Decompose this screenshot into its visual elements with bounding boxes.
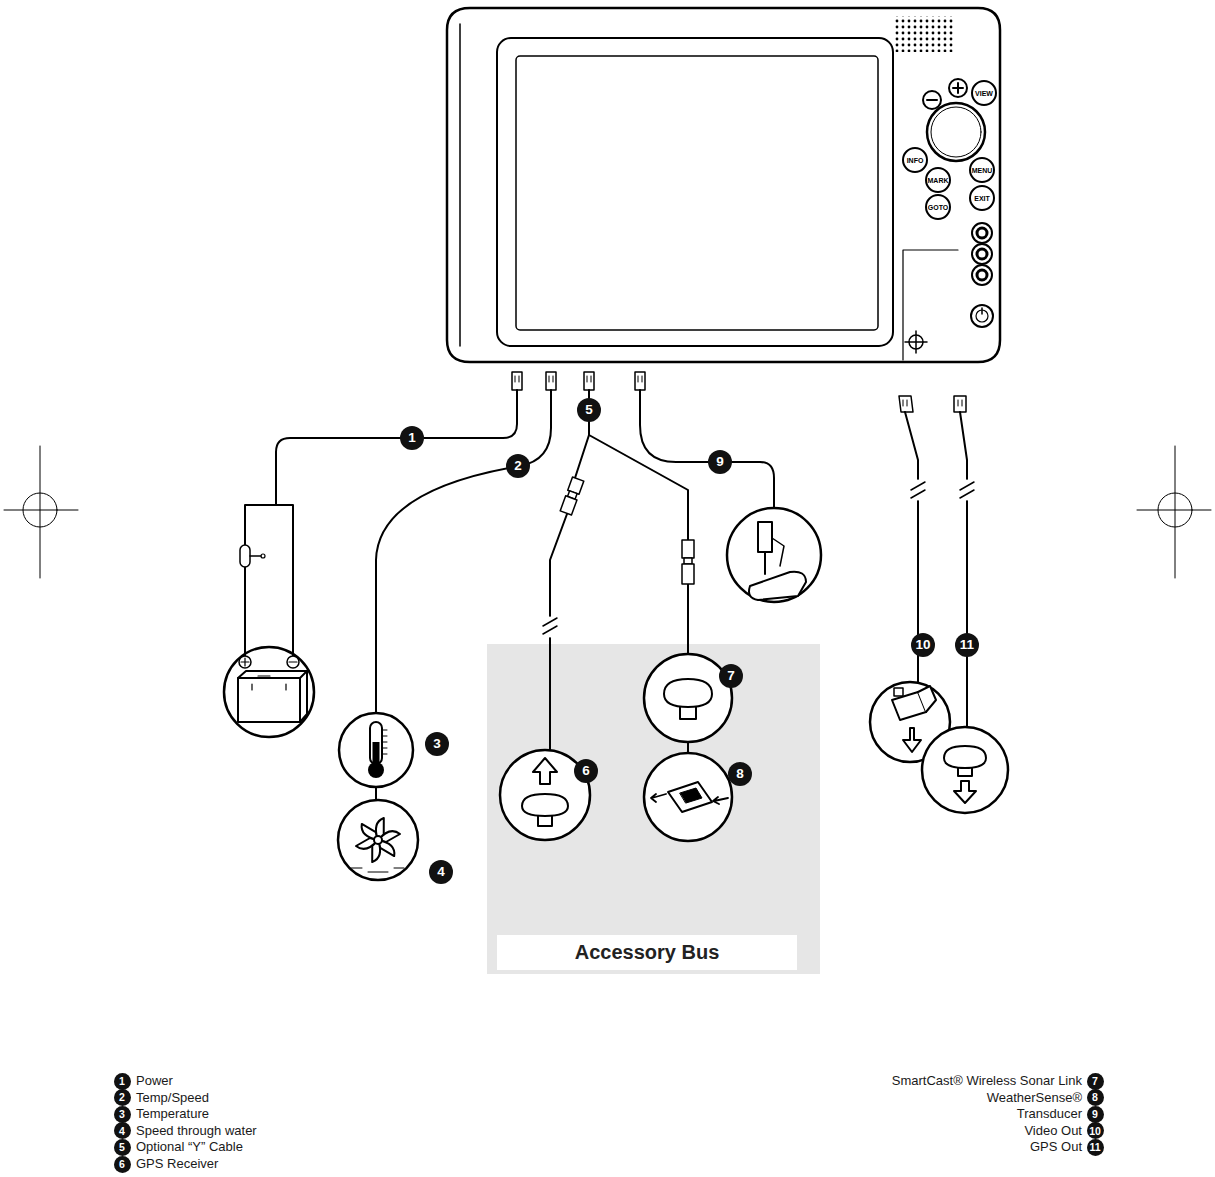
key-number: 1 — [114, 1073, 131, 1090]
button-label: GOTO — [928, 204, 948, 211]
control-button: GOTO — [925, 194, 951, 220]
key-text: Temperature — [136, 1106, 209, 1122]
button-label: INFO — [907, 157, 924, 164]
key-number: 7 — [1087, 1073, 1104, 1090]
key-text: GPS Receiver — [136, 1156, 218, 1172]
key-number: 4 — [114, 1122, 131, 1139]
key-number: 11 — [1087, 1139, 1104, 1156]
callout-number: 7 — [719, 664, 743, 688]
button-label: MARK — [928, 177, 949, 184]
key-number: 5 — [114, 1139, 131, 1156]
key-text: WeatherSense® — [987, 1090, 1082, 1106]
callout-number: 3 — [425, 732, 449, 756]
key-text: Power — [136, 1073, 173, 1089]
control-button: MENU — [969, 157, 995, 183]
callout-number: 8 — [728, 762, 752, 786]
key-text: SmartCast® Wireless Sonar Link — [892, 1073, 1082, 1089]
button-label: MENU — [972, 167, 993, 174]
key-text: Speed through water — [136, 1123, 257, 1139]
key-text: Video Out — [1024, 1123, 1082, 1139]
callout-number: 6 — [574, 759, 598, 783]
callout-number: 11 — [955, 633, 979, 657]
callout-number: 4 — [429, 860, 453, 884]
button-label: EXIT — [974, 195, 990, 202]
key-number: 8 — [1087, 1089, 1104, 1106]
key-number: 10 — [1087, 1122, 1104, 1139]
key-number: 9 — [1087, 1106, 1104, 1123]
callout-number: 10 — [911, 633, 935, 657]
callout-number: 2 — [506, 454, 530, 478]
key-number: 2 — [114, 1089, 131, 1106]
control-button: EXIT — [969, 185, 995, 211]
control-button: MARK — [925, 167, 951, 193]
accessory-bus-band: Accessory Bus — [487, 644, 820, 974]
key-number: 6 — [114, 1156, 131, 1173]
bus-label: Accessory Bus — [497, 935, 797, 970]
key-text: Optional “Y” Cable — [136, 1139, 243, 1155]
key-number: 3 — [114, 1106, 131, 1123]
callout-number: 5 — [577, 398, 601, 422]
key-text: Transducer — [1017, 1106, 1082, 1122]
key-text: GPS Out — [1030, 1139, 1082, 1155]
callout-number: 9 — [708, 450, 732, 474]
key-text: Temp/Speed — [136, 1090, 209, 1106]
control-button: VIEW — [971, 80, 997, 106]
callout-number: 1 — [400, 426, 424, 450]
button-label: VIEW — [975, 90, 993, 97]
control-button: INFO — [902, 147, 928, 173]
